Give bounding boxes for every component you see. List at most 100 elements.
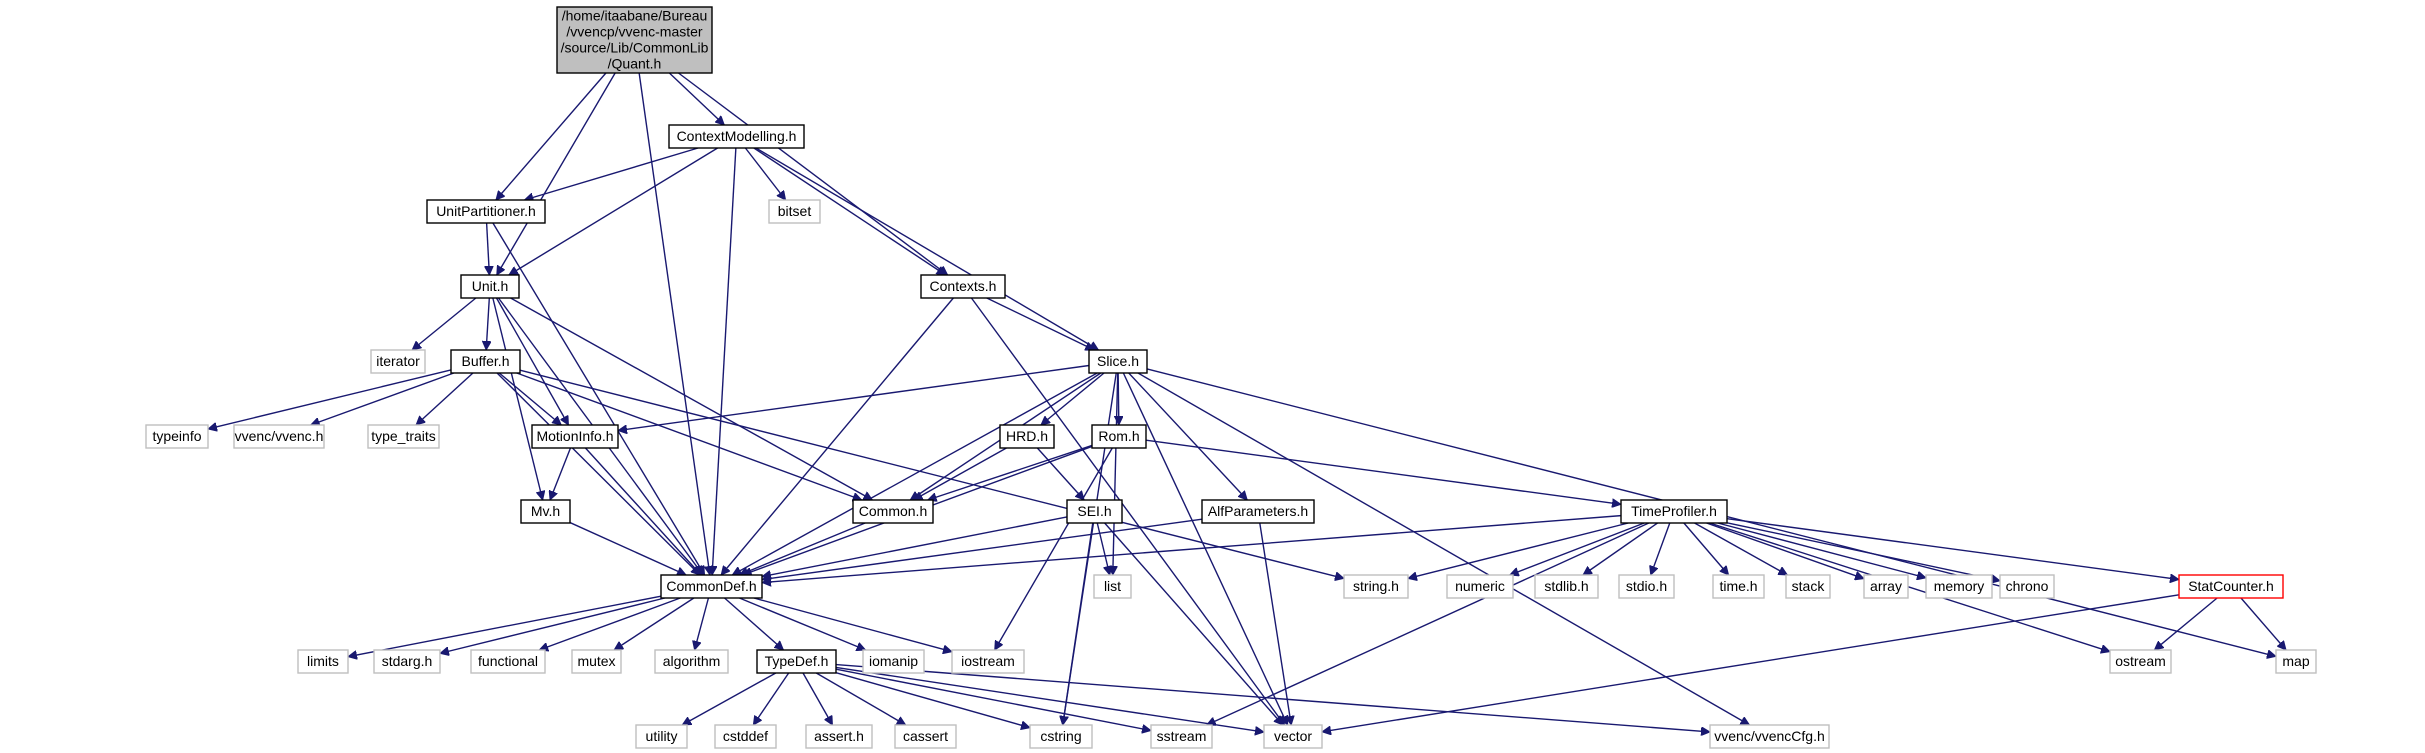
node-contexts[interactable]: Contexts.h: [920, 274, 1006, 299]
edge-slice-to-list: [1113, 372, 1119, 575]
node-label-algorithm: algorithm: [663, 653, 721, 669]
node-sstream: sstream: [1150, 724, 1213, 749]
edge-timeprofiler-to-statcounter: [1726, 517, 2179, 580]
node-string_h: string.h: [1343, 574, 1409, 599]
node-commondef[interactable]: CommonDef.h: [660, 574, 763, 599]
edge-motioninfo-to-commondef: [584, 447, 701, 575]
node-typedef[interactable]: TypeDef.h: [756, 649, 837, 674]
node-cassert: cassert: [894, 724, 957, 749]
node-sei[interactable]: SEI.h: [1066, 499, 1123, 524]
edge-buffer-to-vvenc_h: [311, 372, 455, 425]
edge-hrd-to-common: [914, 447, 1007, 501]
edge-timeprofiler-to-ostream: [1709, 522, 2110, 652]
node-quant[interactable]: /home/itaabane/Bureau/vvencp/vvenc-maste…: [556, 6, 713, 74]
nodes-layer: /home/itaabane/Bureau/vvencp/vvenc-maste…: [145, 6, 2317, 749]
node-motioninfo[interactable]: MotionInfo.h: [531, 424, 619, 449]
node-timeprofiler[interactable]: TimeProfiler.h: [1620, 499, 1728, 524]
edge-statcounter-to-vector: [1322, 594, 2180, 732]
node-box-sei: [1066, 499, 1123, 524]
node-box-time_h: [1712, 574, 1765, 599]
node-slice[interactable]: Slice.h: [1088, 349, 1148, 374]
edge-rom-to-common: [928, 444, 1093, 500]
node-box-cassert: [894, 724, 957, 749]
node-box-stdarg_h: [373, 649, 441, 674]
node-label-assert_h: assert.h: [814, 728, 864, 744]
edge-slice-to-vector: [1122, 372, 1287, 725]
node-box-unitpartitioner: [426, 199, 546, 224]
node-box-typedef: [756, 649, 837, 674]
node-stdio_h: stdio.h: [1618, 574, 1675, 599]
node-label-memory: memory: [1934, 578, 1985, 594]
node-bitset: bitset: [768, 199, 821, 224]
node-label-limits: limits: [307, 653, 339, 669]
node-functional: functional: [470, 649, 546, 674]
node-contextmodelling[interactable]: ContextModelling.h: [668, 124, 805, 149]
edge-contextmodelling-to-slice: [755, 147, 1099, 351]
edge-hrd-to-sei: [1036, 447, 1084, 500]
node-rom[interactable]: Rom.h: [1091, 424, 1147, 449]
node-label-typedef: TypeDef.h: [765, 653, 829, 669]
edge-contexts-to-vector: [970, 297, 1284, 725]
node-memory: memory: [1925, 574, 1993, 599]
node-stdarg_h: stdarg.h: [373, 649, 441, 674]
edge-timeprofiler-to-stdlib_h: [1583, 522, 1658, 575]
node-box-slice: [1088, 349, 1148, 374]
node-box-motioninfo: [531, 424, 619, 449]
edge-timeprofiler-to-stack: [1694, 522, 1788, 576]
edge-commondef-to-limits: [348, 595, 662, 656]
node-box-chrono: [1999, 574, 2055, 599]
node-label-array: array: [1870, 578, 1902, 594]
edge-contextmodelling-to-unit: [509, 147, 718, 276]
node-box-stdlib_h: [1534, 574, 1599, 599]
edge-typedef-to-cstring: [835, 672, 1030, 728]
node-label-commondef: CommonDef.h: [666, 578, 756, 594]
node-buffer[interactable]: Buffer.h: [450, 349, 521, 374]
node-chrono: chrono: [1999, 574, 2055, 599]
node-statcounter[interactable]: StatCounter.h: [2178, 574, 2284, 599]
node-label-timeprofiler: TimeProfiler.h: [1631, 503, 1717, 519]
node-box-iomanip: [862, 649, 925, 674]
edge-contexts-to-commondef: [721, 297, 954, 575]
node-iomanip: iomanip: [862, 649, 925, 674]
edge-common-to-commondef: [739, 522, 866, 575]
node-alfparameters[interactable]: AlfParameters.h: [1201, 499, 1315, 524]
node-label-stdarg_h: stdarg.h: [382, 653, 433, 669]
edge-commondef-to-stdarg_h: [440, 597, 665, 653]
edge-timeprofiler-to-stdio_h: [1651, 522, 1671, 575]
node-box-timeprofiler: [1620, 499, 1728, 524]
node-typeinfo: typeinfo: [145, 424, 209, 449]
node-label-quant-line-1: /vvencp/vvenc-master: [566, 23, 702, 39]
edge-alfparameters-to-commondef: [762, 518, 1203, 579]
node-iterator: iterator: [370, 349, 426, 374]
node-box-map: [2275, 649, 2317, 674]
edge-slice-to-vvenccfg_h: [1137, 372, 1750, 726]
edge-typedef-to-utility: [682, 672, 777, 726]
node-unitpartitioner[interactable]: UnitPartitioner.h: [426, 199, 546, 224]
node-box-buffer: [450, 349, 521, 374]
edge-sei-to-cstring: [1063, 522, 1094, 725]
edge-quant-to-contexts: [678, 72, 947, 275]
node-map: map: [2275, 649, 2317, 674]
edge-sei-to-list: [1096, 522, 1109, 575]
edge-typedef-to-cstddef: [752, 672, 790, 725]
edge-timeprofiler-to-string_h: [1408, 522, 1629, 578]
node-vvenc_h: vvenc/vvenc.h: [233, 424, 325, 449]
node-box-assert_h: [805, 724, 873, 749]
node-label-alfparameters: AlfParameters.h: [1208, 503, 1308, 519]
node-mutex: mutex: [571, 649, 622, 674]
node-common[interactable]: Common.h: [852, 499, 934, 524]
node-box-unit: [460, 274, 520, 299]
node-label-cassert: cassert: [903, 728, 948, 744]
edge-unit-to-mv: [492, 297, 543, 500]
node-label-stdio_h: stdio.h: [1626, 578, 1667, 594]
node-mv[interactable]: Mv.h: [520, 499, 571, 524]
node-label-functional: functional: [478, 653, 538, 669]
edge-timeprofiler-to-time_h: [1683, 522, 1729, 575]
node-label-sstream: sstream: [1157, 728, 1207, 744]
edge-buffer-to-commondef: [496, 372, 700, 575]
node-limits: limits: [297, 649, 349, 674]
node-label-bitset: bitset: [778, 203, 812, 219]
node-box-memory: [1925, 574, 1993, 599]
node-hrd[interactable]: HRD.h: [999, 424, 1055, 449]
node-unit[interactable]: Unit.h: [460, 274, 520, 299]
